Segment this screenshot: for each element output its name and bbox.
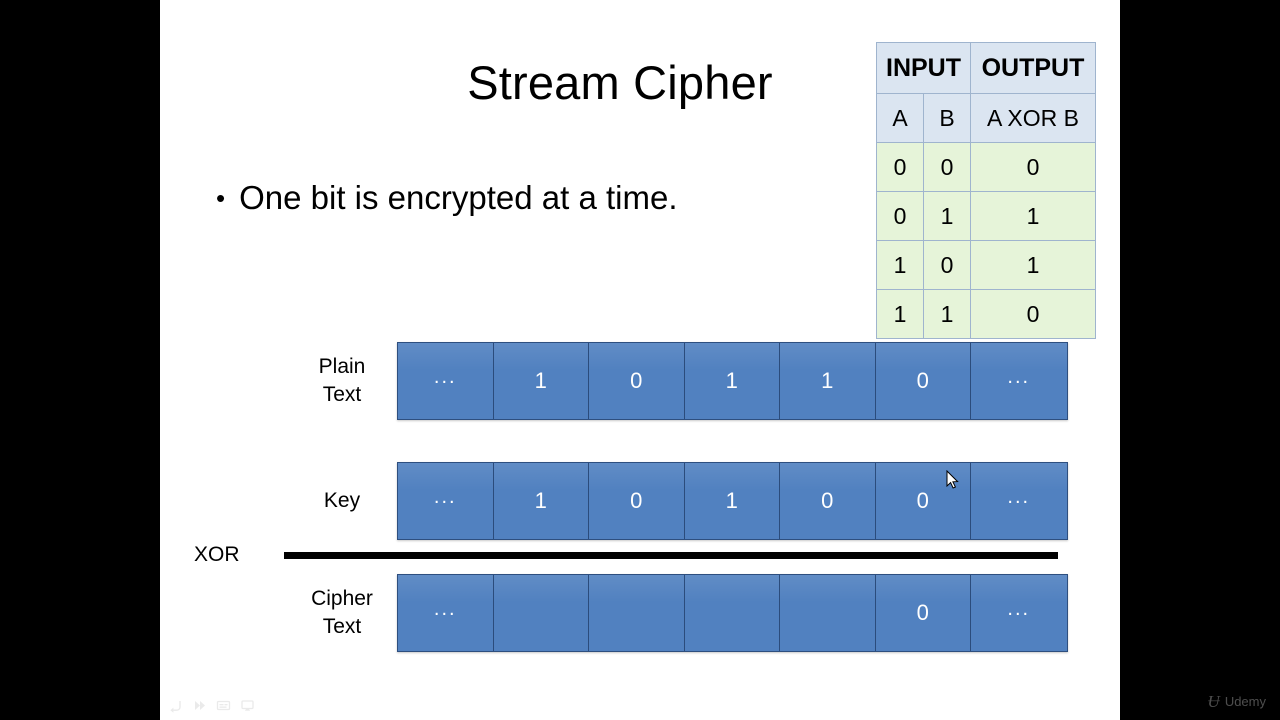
rewind-icon[interactable] [168, 698, 183, 713]
key-label-line1: Key [323, 489, 361, 512]
key-bit-0: ... [398, 463, 494, 539]
cipher-text-bit-2 [589, 575, 685, 651]
table-header-row: INPUT OUTPUT [876, 42, 1096, 94]
plain-text-label-line2: Text [322, 383, 362, 406]
settings-icon[interactable] [240, 698, 255, 713]
table-cell-result: 1 [970, 191, 1096, 241]
cipher-text-bit-1 [493, 575, 589, 651]
table-column-header-b: B [923, 93, 971, 143]
cipher-text-label: Cipher Text [287, 585, 397, 641]
xor-label: XOR [194, 543, 240, 566]
key-bit-strip: ... 1 0 1 0 0 ... [397, 462, 1068, 540]
table-cell-a: 0 [876, 142, 924, 192]
key-bit-5: 0 [875, 463, 971, 539]
key-row: Key ... 1 0 1 0 0 ... [287, 462, 1068, 540]
plain-text-bit-2: 0 [589, 343, 685, 419]
table-cell-a: 0 [876, 191, 924, 241]
table-header-input: INPUT [876, 42, 971, 94]
plain-text-label: Plain Text [287, 353, 397, 409]
table-row: 0 0 0 [876, 142, 1096, 192]
cipher-text-bit-strip: ... 0 ... [397, 574, 1068, 652]
table-cell-b: 0 [923, 142, 971, 192]
table-cell-result: 1 [970, 240, 1096, 290]
bullet-list-item: • One bit is encrypted at a time. [216, 176, 678, 220]
cipher-text-label-line2: Text [322, 615, 362, 638]
plain-text-row: Plain Text ... 1 0 1 1 0 ... [287, 342, 1068, 420]
cipher-text-row: Cipher Text ... 0 ... [287, 574, 1068, 652]
plain-text-bit-5: 0 [875, 343, 971, 419]
presentation-slide: Stream Cipher • One bit is encrypted at … [160, 0, 1120, 720]
key-bit-6: ... [971, 463, 1067, 539]
udemy-watermark-label: Udemy [1224, 694, 1266, 709]
udemy-watermark: Ʉ Udemy [1208, 693, 1266, 710]
xor-divider-line [284, 552, 1058, 559]
plain-text-bit-0: ... [398, 343, 494, 419]
table-cell-result: 0 [970, 142, 1096, 192]
cipher-text-bit-5: 0 [875, 575, 971, 651]
key-bit-3: 1 [684, 463, 780, 539]
table-cell-b: 0 [923, 240, 971, 290]
cipher-text-bit-6: ... [971, 575, 1067, 651]
player-control-bar[interactable] [168, 698, 255, 713]
table-cell-b: 1 [923, 191, 971, 241]
plain-text-bit-3: 1 [684, 343, 780, 419]
xor-truth-table: INPUT OUTPUT A B A XOR B 0 0 0 0 1 1 [876, 42, 1096, 339]
cipher-text-bit-3 [684, 575, 780, 651]
table-column-header-a: A [876, 93, 924, 143]
plain-text-bit-6: ... [971, 343, 1067, 419]
table-row: 1 0 1 [876, 240, 1096, 290]
xor-divider: XOR [194, 540, 1058, 570]
key-bit-1: 1 [493, 463, 589, 539]
table-column-header-axorb: A XOR B [970, 93, 1096, 143]
plain-text-bit-strip: ... 1 0 1 1 0 ... [397, 342, 1068, 420]
key-bit-2: 0 [589, 463, 685, 539]
table-cell-result: 0 [970, 289, 1096, 339]
cipher-text-bit-4 [780, 575, 876, 651]
table-header-output: OUTPUT [970, 42, 1096, 94]
table-row: 1 1 0 [876, 289, 1096, 339]
table-subheader-row: A B A XOR B [876, 93, 1096, 143]
plain-text-bit-4: 1 [780, 343, 876, 419]
key-label: Key [287, 487, 397, 515]
bullet-item-label: One bit is encrypted at a time. [239, 179, 678, 216]
table-cell-a: 1 [876, 289, 924, 339]
page-title: Stream Cipher [467, 56, 773, 109]
bullet-marker-icon: • [216, 183, 226, 213]
udemy-logo-icon: Ʉ [1207, 692, 1220, 711]
cipher-text-label-line1: Cipher [311, 587, 373, 610]
table-cell-a: 1 [876, 240, 924, 290]
plain-text-bit-1: 1 [493, 343, 589, 419]
captions-icon[interactable] [216, 698, 231, 713]
fast-forward-icon[interactable] [192, 698, 207, 713]
table-cell-b: 1 [923, 289, 971, 339]
cipher-text-bit-0: ... [398, 575, 494, 651]
plain-text-label-line1: Plain [318, 355, 366, 378]
table-row: 0 1 1 [876, 191, 1096, 241]
key-bit-4: 0 [780, 463, 876, 539]
